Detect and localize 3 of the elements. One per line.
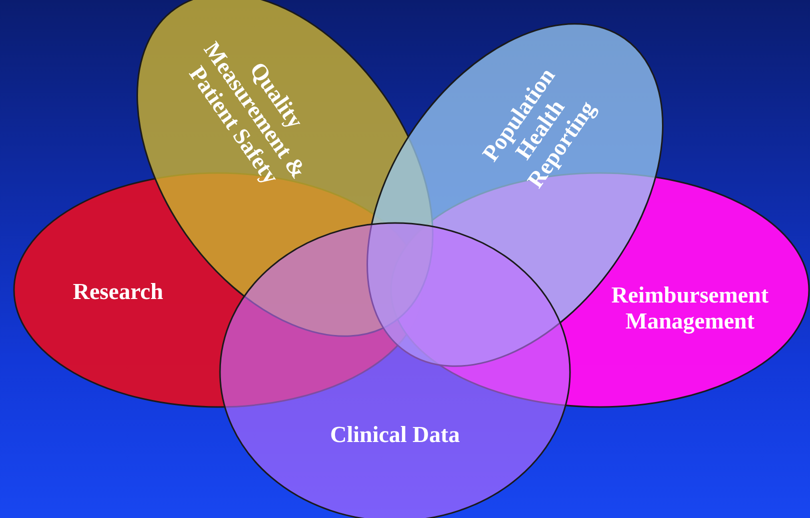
category-label: Clinical Data [329,422,461,448]
category-label: Reimbursement Management [610,282,770,334]
category-label: Research [72,279,164,305]
